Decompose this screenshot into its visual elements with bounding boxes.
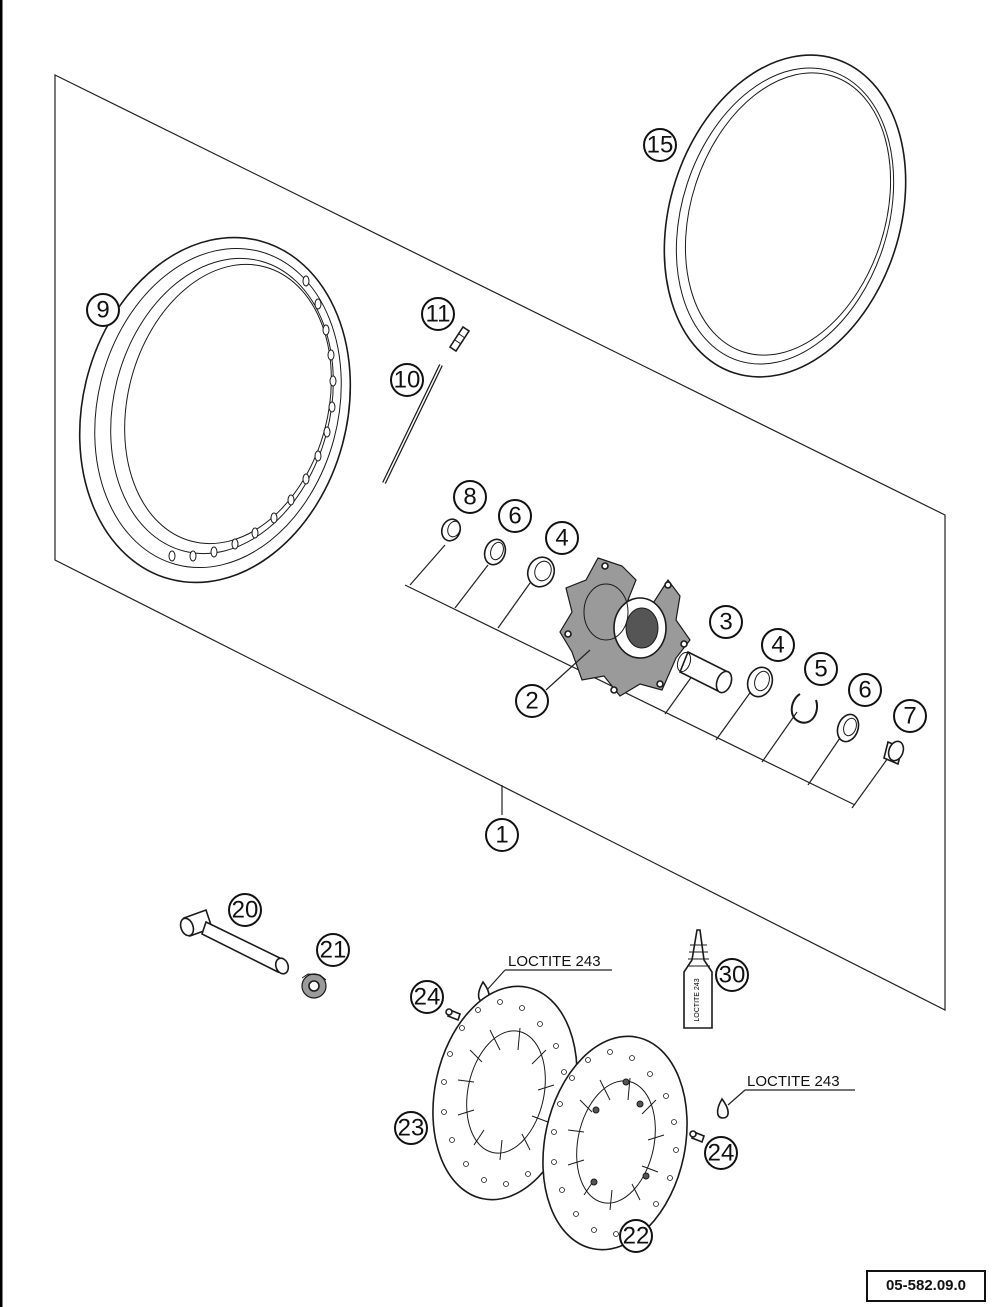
svg-text:20: 20 <box>232 897 259 924</box>
callout-3: 3 <box>709 605 743 639</box>
svg-text:3: 3 <box>719 609 732 636</box>
svg-text:2: 2 <box>525 688 538 715</box>
hub-axis-line <box>404 584 856 806</box>
callout-5: 5 <box>804 652 838 686</box>
leader-7 <box>851 757 889 809</box>
callout-6-upper: 6 <box>498 499 532 533</box>
leader-4-upper <box>497 582 531 629</box>
callout-4-lower: 4 <box>761 628 795 662</box>
callout-9: 9 <box>86 293 120 327</box>
seal-6-upper <box>483 538 507 566</box>
callout-24-lower: 24 <box>704 1136 738 1170</box>
axle <box>179 908 290 975</box>
spacer-tube <box>676 650 733 694</box>
svg-text:1: 1 <box>495 822 508 849</box>
svg-text:30: 30 <box>719 962 746 989</box>
callout-21: 21 <box>316 933 350 967</box>
callout-1: 1 <box>485 818 519 852</box>
loctite-note-lower: LOCTITE 243 <box>747 1073 840 1090</box>
callout-23: 23 <box>394 1111 428 1145</box>
leader-5 <box>761 711 798 763</box>
callout-10: 10 <box>390 363 424 397</box>
brake-disc-22 <box>542 1035 688 1251</box>
svg-text:7: 7 <box>903 703 916 730</box>
leader-2 <box>545 649 591 691</box>
seal-6-lower <box>836 713 860 743</box>
svg-text:22: 22 <box>623 1223 650 1250</box>
leader-4-lower <box>715 689 753 741</box>
leader-6-lower <box>807 734 843 786</box>
bottle-label: LOCTITE 243 <box>694 978 701 1021</box>
loctite-note-upper: LOCTITE 243 <box>508 953 601 970</box>
spacer-7 <box>883 740 905 766</box>
callout-4-upper: 4 <box>545 521 579 555</box>
spacer-8 <box>440 518 462 542</box>
brake-disc-23 <box>432 985 578 1201</box>
loctite-drop-lower <box>716 1097 729 1119</box>
callout-7: 7 <box>893 699 927 733</box>
circlip <box>790 693 818 724</box>
callout-20: 20 <box>228 893 262 927</box>
spoke-nipple <box>448 325 471 353</box>
loctite-bottle: LOCTITE 243 <box>683 929 713 1029</box>
svg-text:10: 10 <box>394 367 421 394</box>
svg-text:11: 11 <box>426 301 451 328</box>
callout-2: 2 <box>515 684 549 718</box>
svg-text:4: 4 <box>555 525 568 552</box>
callout-6-lower: 6 <box>848 673 882 707</box>
loctite-upper-pointer <box>486 969 506 991</box>
tyre-band <box>663 54 907 378</box>
assembly-plane <box>54 74 946 1011</box>
axle-nut <box>301 973 327 999</box>
loctite-lower-pointer <box>727 1089 746 1106</box>
svg-text:6: 6 <box>508 503 521 530</box>
svg-text:24: 24 <box>414 984 441 1011</box>
leader-8 <box>409 544 446 586</box>
callout-30: 30 <box>715 958 749 992</box>
callout-15: 15 <box>643 128 677 162</box>
leader-6-upper <box>454 564 489 609</box>
svg-text:15: 15 <box>647 132 674 159</box>
callout-8: 8 <box>453 480 487 514</box>
bolt-lower <box>689 1130 705 1144</box>
svg-text:23: 23 <box>398 1115 425 1142</box>
callout-24-upper: 24 <box>410 980 444 1014</box>
hub <box>559 557 691 697</box>
reference-number: 05-582.09.0 <box>866 1270 986 1302</box>
svg-text:24: 24 <box>708 1140 735 1167</box>
callout-11: 11 <box>421 297 455 331</box>
rim <box>78 236 352 584</box>
callout-22: 22 <box>619 1219 653 1253</box>
bolt-upper <box>445 1008 461 1022</box>
svg-text:21: 21 <box>320 937 347 964</box>
svg-text:5: 5 <box>814 656 827 683</box>
svg-text:4: 4 <box>771 632 784 659</box>
spoke <box>382 364 443 484</box>
svg-text:9: 9 <box>96 297 109 324</box>
bearing-4-lower <box>746 666 774 698</box>
svg-text:8: 8 <box>463 484 476 511</box>
bearing-4-upper <box>526 556 556 588</box>
svg-text:6: 6 <box>858 677 871 704</box>
